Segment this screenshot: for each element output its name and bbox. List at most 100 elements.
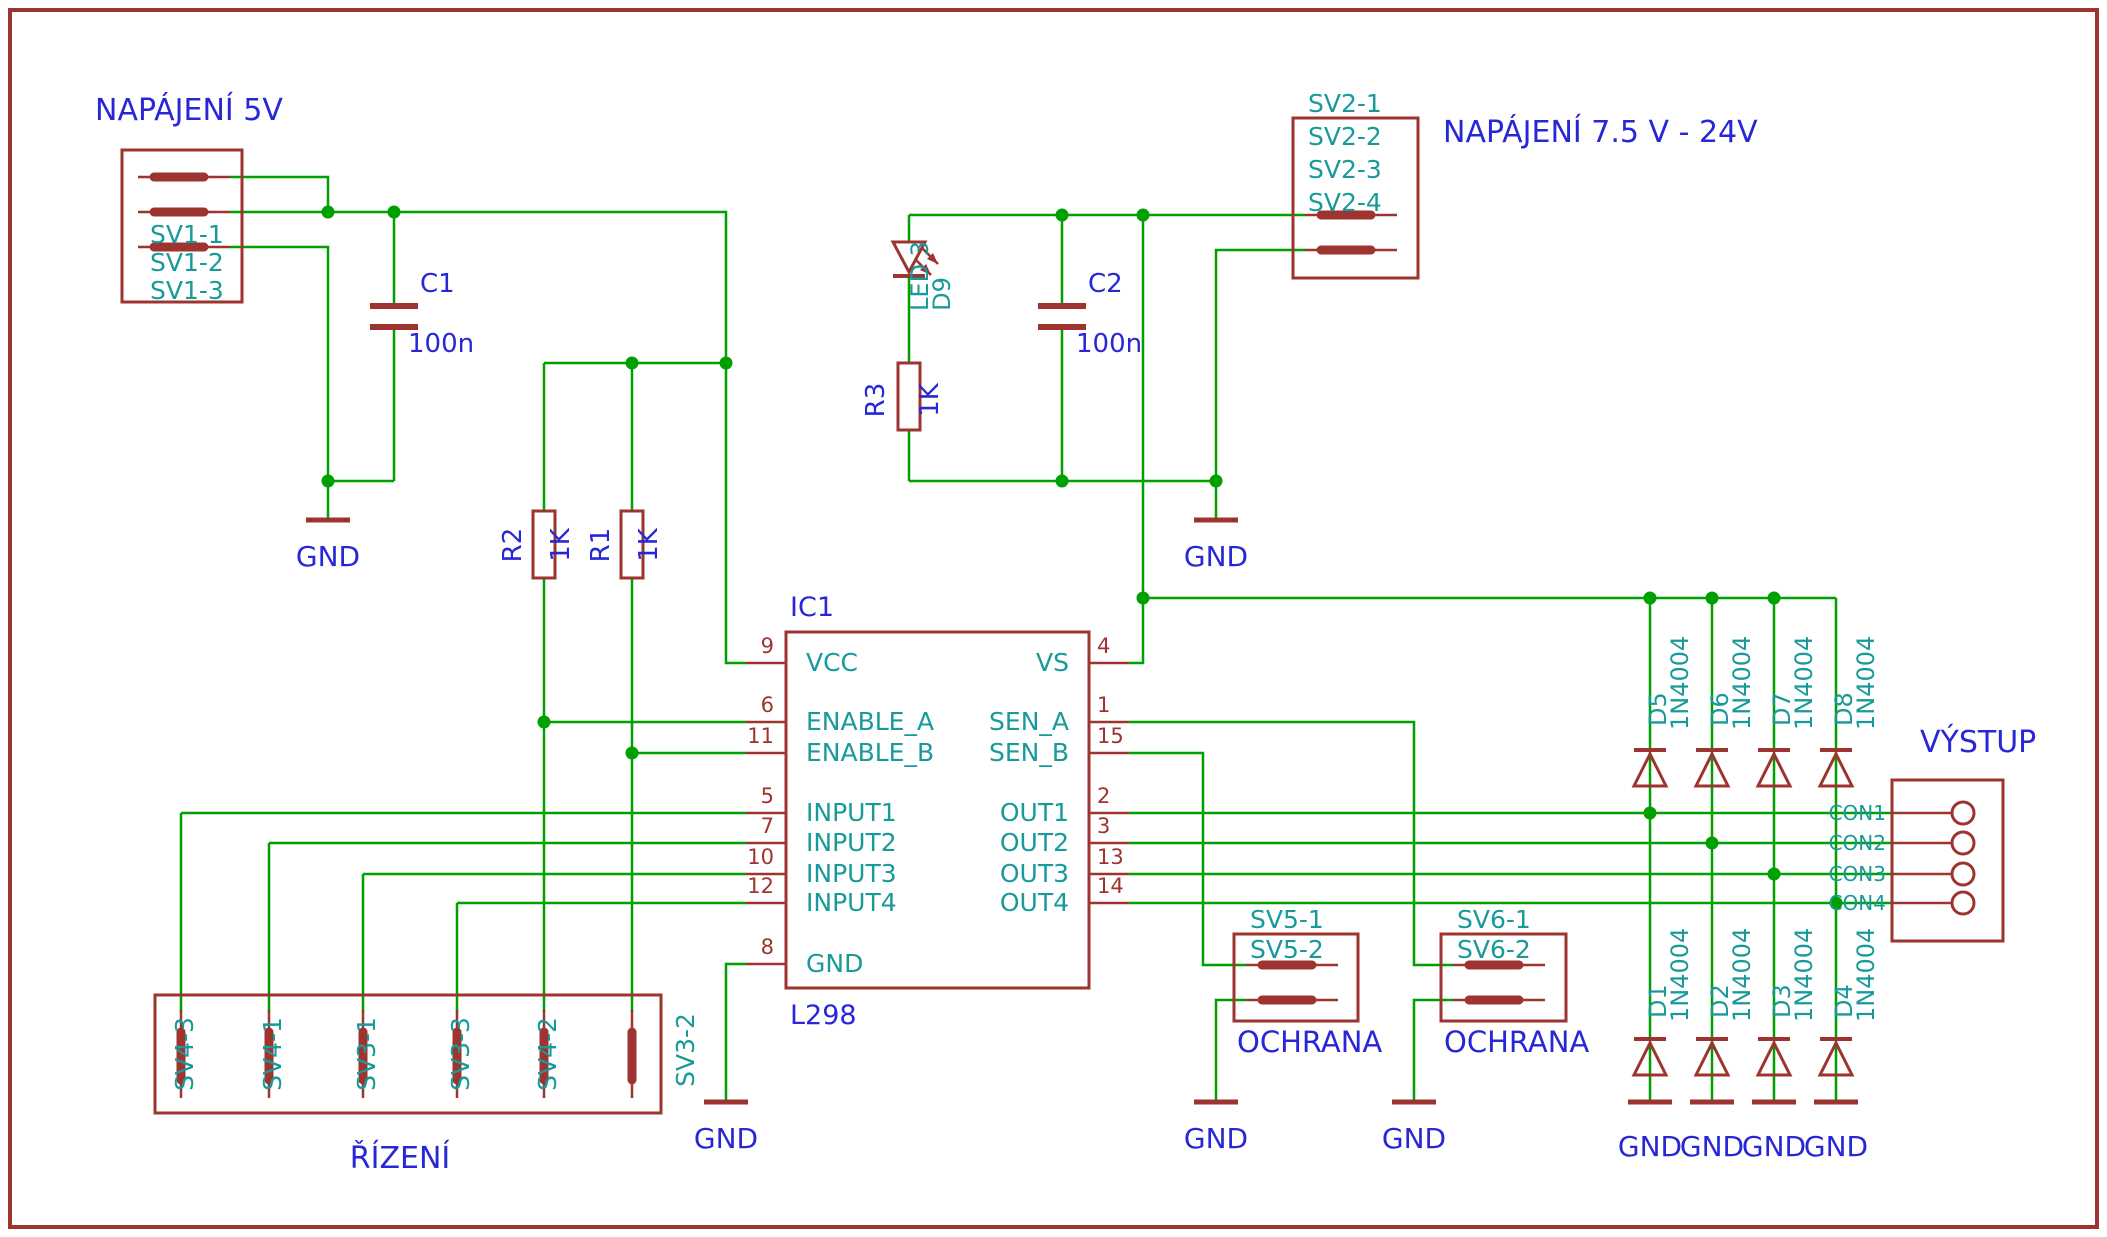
capacitor-c2: C2 100n xyxy=(1038,269,1142,359)
r2-name: R2 xyxy=(498,528,528,563)
led-d9: LED 3 D9 xyxy=(890,240,956,311)
gnd-label: GND xyxy=(1184,1122,1248,1155)
d4-value: 1N4004 xyxy=(1852,928,1880,1022)
resistor-r3: R3 1K xyxy=(861,361,945,432)
ic-pin-num: 5 xyxy=(761,784,774,808)
diode-array-top: D5 1N4004 D6 1N4004 D7 1N4004 D8 1N4004 xyxy=(1631,636,1880,788)
net-outputs xyxy=(1129,596,1892,1102)
gnd-label: GND xyxy=(1618,1130,1682,1163)
r3-name: R3 xyxy=(861,383,891,418)
sv2-pin-label: SV2-4 xyxy=(1308,188,1382,217)
connector-control: SV4-3 SV4-1 SV3-1 SV3-3 SV4-2 SV3-2 ŘÍZE… xyxy=(153,993,700,1176)
d6-name: D6 xyxy=(1706,692,1734,726)
d8-value: 1N4004 xyxy=(1852,636,1880,730)
con-pin-label: CON1 xyxy=(1829,801,1886,825)
ic-pin-name-out4: OUT4 xyxy=(1000,888,1069,917)
title-napajeni-5v: NAPÁJENÍ 5V xyxy=(95,92,283,128)
ic-pin-num: 7 xyxy=(761,814,774,838)
d5-value: 1N4004 xyxy=(1666,636,1694,730)
gnd-label: GND xyxy=(1184,540,1248,573)
resistor-r2: R2 1K xyxy=(498,509,576,580)
ic-pin-num: 13 xyxy=(1097,845,1124,869)
c2-value: 100n xyxy=(1076,329,1142,359)
sv6-pin-label: SV6-1 xyxy=(1457,905,1531,934)
capacitor-c1: C1 100n xyxy=(370,269,474,359)
sv1-pin-label: SV1-1 xyxy=(150,220,224,249)
wire-segments xyxy=(179,175,1892,1102)
c1-name: C1 xyxy=(420,269,455,299)
c1-value: 100n xyxy=(408,329,474,359)
ic-pin-name-vs: VS xyxy=(1036,648,1069,677)
ic-pin-num: 1 xyxy=(1097,693,1110,717)
led-name: D9 xyxy=(928,277,956,311)
sv6-pin-label: SV6-2 xyxy=(1457,935,1531,964)
ic-pin-num: 10 xyxy=(747,845,774,869)
r2-value: 1K xyxy=(546,527,576,562)
d7-name: D7 xyxy=(1768,692,1796,726)
led-value: LED 3 xyxy=(906,241,934,311)
ic-pin-name-out2: OUT2 xyxy=(1000,828,1069,857)
ic-pin-name-sen-a: SEN_A xyxy=(989,707,1069,736)
sv2-pin-label: SV2-1 xyxy=(1308,89,1382,118)
ic-pin-name-gnd: GND xyxy=(806,949,863,978)
ic-pin-num: 6 xyxy=(761,693,774,717)
sv5-pin-label: SV5-1 xyxy=(1250,905,1324,934)
d2-value: 1N4004 xyxy=(1728,928,1756,1022)
ic-pin-name-sen-b: SEN_B xyxy=(989,738,1069,767)
ic-pin-num: 3 xyxy=(1097,814,1110,838)
gnd-label: GND xyxy=(1804,1130,1868,1163)
r1-value: 1K xyxy=(634,527,664,562)
ic-pin-num: 8 xyxy=(761,935,774,959)
ic-pin-name-input4: INPUT4 xyxy=(806,888,897,917)
connector-sv5: SV5-1 SV5-2 OCHRANA xyxy=(1232,905,1382,1059)
d3-value: 1N4004 xyxy=(1790,928,1818,1022)
ic-pin-num: 14 xyxy=(1097,874,1124,898)
resistor-r1: R1 1K xyxy=(586,509,664,580)
connector-sv6: SV6-1 SV6-2 OCHRANA xyxy=(1439,905,1589,1059)
ic1-value: L298 xyxy=(790,1000,857,1031)
d3-name: D3 xyxy=(1768,984,1796,1018)
d8-name: D8 xyxy=(1830,692,1858,726)
junction-dots xyxy=(321,205,1843,910)
ic-pin-name-out3: OUT3 xyxy=(1000,859,1069,888)
gnd-label: GND xyxy=(296,540,360,573)
sv1-pin-label: SV1-2 xyxy=(150,248,224,277)
title-rizeni: ŘÍZENÍ xyxy=(350,1140,451,1176)
sv5-pin-label: SV5-2 xyxy=(1250,935,1324,964)
d6-value: 1N4004 xyxy=(1728,636,1756,730)
schematic-border xyxy=(8,8,2099,1229)
diode-array-bottom: D1 1N4004 D2 1N4004 D3 1N4004 D4 1N4004 xyxy=(1631,928,1880,1077)
r3-value: 1K xyxy=(915,382,945,417)
connector-sv2: NAPÁJENÍ 7.5 V - 24V SV2-1 SV2-2 SV2-3 S… xyxy=(1291,89,1758,280)
control-pin-label: SV3-3 xyxy=(446,1017,475,1091)
control-pin-label: SV4-3 xyxy=(170,1017,199,1091)
con-pin-label: CON2 xyxy=(1829,831,1886,855)
sv2-pin-label: SV2-2 xyxy=(1308,122,1382,151)
ic-pin-name-input2: INPUT2 xyxy=(806,828,897,857)
c2-name: C2 xyxy=(1088,269,1123,299)
d2-name: D2 xyxy=(1706,984,1734,1018)
ic-pin-num: 2 xyxy=(1097,784,1110,808)
sv1-pin-label: SV1-3 xyxy=(150,276,224,305)
gnd-label: GND xyxy=(1680,1130,1744,1163)
r1-name: R1 xyxy=(586,528,616,563)
d7-value: 1N4004 xyxy=(1790,636,1818,730)
net-control xyxy=(179,720,746,1102)
control-pin-label: SV3-1 xyxy=(352,1017,381,1091)
ic-pin-num: 15 xyxy=(1097,724,1124,748)
sv2-pin-label: SV2-3 xyxy=(1308,155,1382,184)
net-5v xyxy=(230,175,746,1012)
control-pin-label: SV4-1 xyxy=(258,1017,287,1091)
d1-name: D1 xyxy=(1644,984,1672,1018)
ic-pin-num: 4 xyxy=(1097,634,1110,658)
connector-output: VÝSTUP CON1 CON2 CON3 CON4 xyxy=(1829,724,2036,943)
title-ochrana-1: OCHRANA xyxy=(1237,1025,1382,1059)
ic-pin-num: 12 xyxy=(747,874,774,898)
control-pin-label: SV4-2 xyxy=(533,1017,562,1091)
ic-pin-name-vcc: VCC xyxy=(806,648,858,677)
ic1-name: IC1 xyxy=(790,592,834,623)
ic-pin-num: 11 xyxy=(747,724,774,748)
ic-pin-name-out1: OUT1 xyxy=(1000,798,1069,827)
d4-name: D4 xyxy=(1830,984,1858,1018)
